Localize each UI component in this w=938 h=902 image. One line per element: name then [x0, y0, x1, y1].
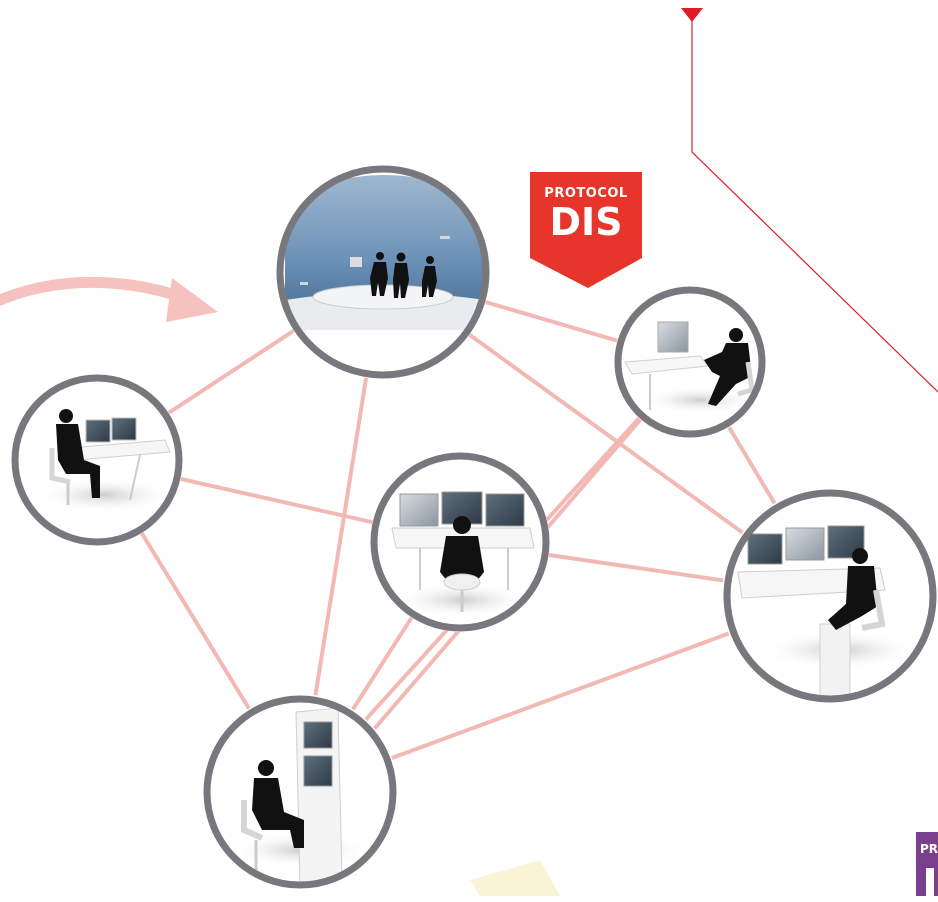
- node-dome-simulator[interactable]: [276, 165, 490, 379]
- protocol-badge-label: PROTOCOL: [544, 186, 628, 201]
- protocol-badge-value: DIS: [549, 200, 623, 244]
- dual-monitor-operator-icon: [35, 409, 175, 513]
- incoming-arrow: [0, 276, 218, 322]
- upright-console-operator-icon: [230, 707, 370, 885]
- second-badge-glyph: [926, 868, 934, 896]
- node-bottom-workstation[interactable]: [202, 694, 398, 890]
- second-protocol-badge: PR: [916, 832, 938, 902]
- triple-monitor-operator-icon: [391, 491, 535, 618]
- protocol-badge: PROTOCOL DIS: [530, 172, 642, 288]
- node-center-workstation[interactable]: [370, 452, 550, 632]
- single-monitor-operator-icon: [624, 321, 760, 414]
- node-right-workstation[interactable]: [722, 488, 938, 704]
- node-left-workstation[interactable]: [11, 374, 183, 546]
- protocol-badge-shape: [530, 172, 642, 288]
- leader-line: [681, 8, 938, 393]
- second-badge-label: PR: [920, 842, 938, 856]
- yellow-shape: [470, 860, 560, 896]
- node-right-top-workstation[interactable]: [614, 286, 766, 438]
- dome-bridge-icon: [285, 175, 485, 330]
- triple-monitor-console-icon: [737, 525, 920, 699]
